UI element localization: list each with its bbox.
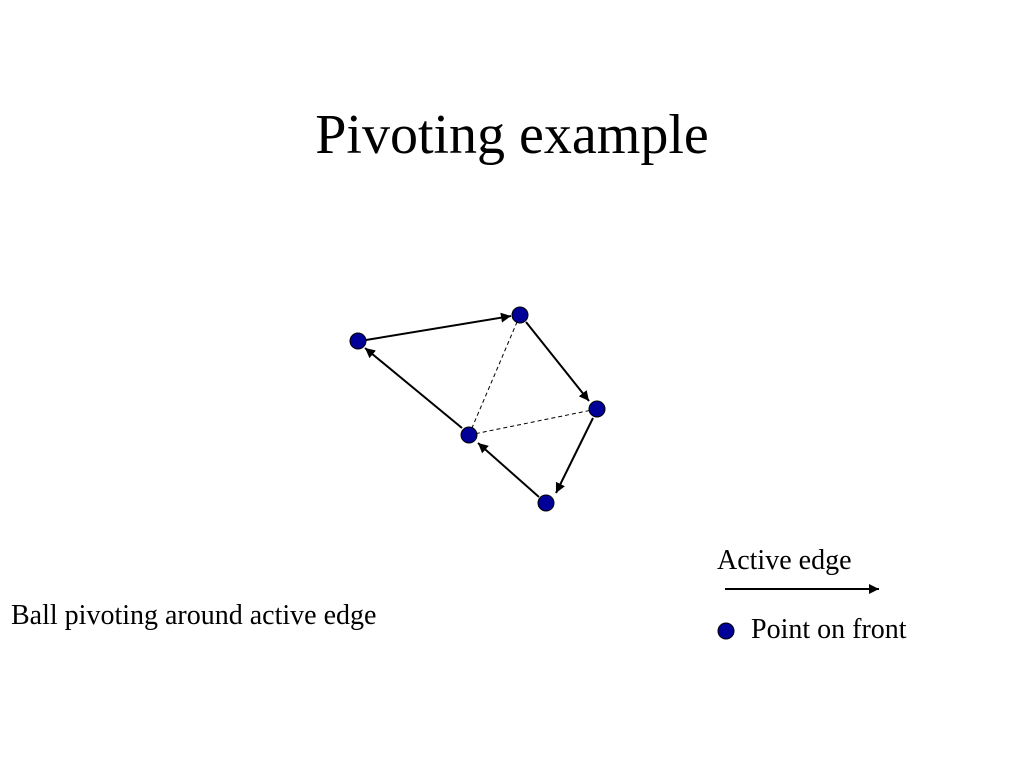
- active-edge-p4-p1: [364, 347, 463, 429]
- diagram-caption: Ball pivoting around active edge: [11, 600, 377, 631]
- legend-active-edge-label: Active edge: [717, 545, 852, 576]
- active-edge-p3-p5: [555, 417, 594, 494]
- legend-point-label: Point on front: [751, 614, 907, 645]
- front-point-p5: [537, 494, 555, 512]
- legend-point-marker: [717, 622, 735, 640]
- front-point-p3: [588, 400, 606, 418]
- active-edge-p5-p4: [477, 442, 540, 498]
- dashed-edge-p4-p3: [468, 408, 598, 436]
- active-edge-p1-p2: [365, 312, 512, 341]
- slide-title: Pivoting example: [315, 104, 709, 166]
- active-edge-p2-p3: [525, 321, 590, 402]
- front-point-p2: [511, 306, 529, 324]
- front-point-p1: [349, 332, 367, 350]
- front-point-p4: [460, 426, 478, 444]
- dashed-edge-p4-p2: [468, 314, 521, 436]
